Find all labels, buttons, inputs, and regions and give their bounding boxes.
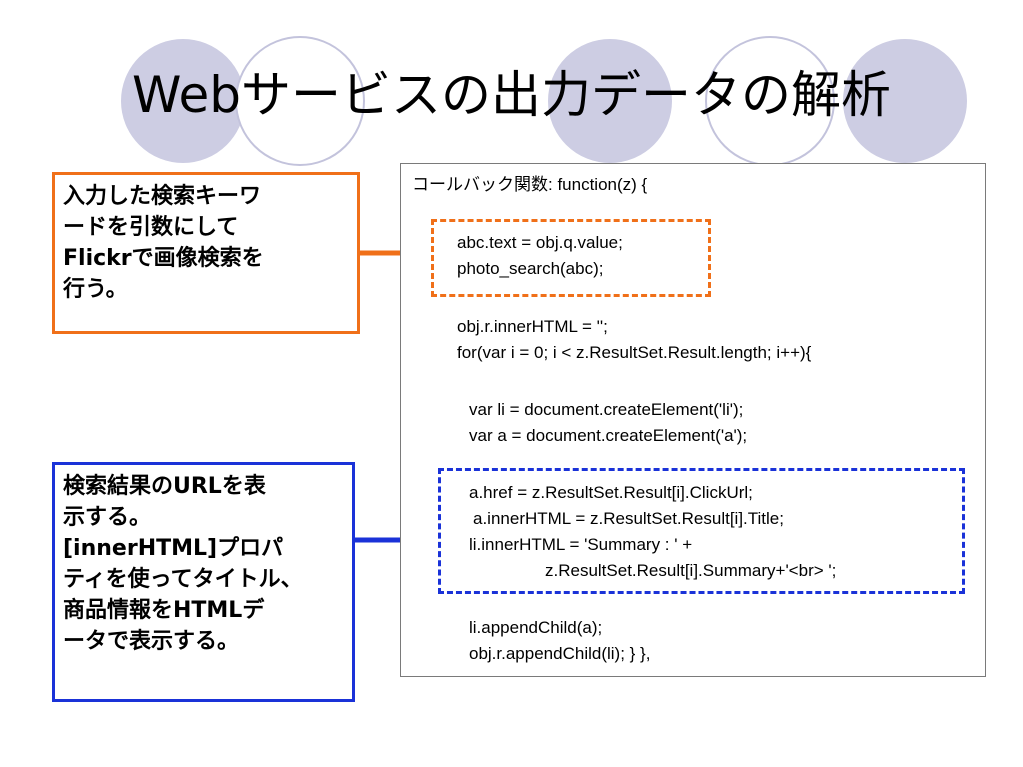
callout-display-results: 検索結果のURLを表 示する。 [innerHTML]プロパ ティを使ってタイト… [52,462,355,702]
code-line: abc.text = obj.q.value; [457,233,623,252]
decor-circle-ring [235,36,365,166]
decor-circle-filled [118,36,248,166]
code-line: photo_search(abc); [457,259,604,278]
code-line: a.innerHTML = z.ResultSet.Result[i].Titl… [473,509,784,528]
code-line: a.href = z.ResultSet.Result[i].ClickUrl; [469,483,753,502]
code-line: z.ResultSet.Result[i].Summary+'<br> '; [545,561,837,580]
code-line: var li = document.createElement('li'); [469,400,744,419]
highlight-box-search [431,219,711,297]
highlight-box-results [438,468,965,594]
code-panel: コールバック関数: function(z) { abc.text = obj.q… [400,163,986,677]
decor-circle-ring [705,36,835,166]
code-line: obj.r.innerHTML = ''; [457,317,608,336]
code-line: var a = document.createElement('a'); [469,426,748,445]
code-line: for(var i = 0; i < z.ResultSet.Result.le… [457,343,812,362]
slide-title: Webサービスの出力データの解析 [131,66,891,124]
code-line: obj.r.appendChild(li); } }, [469,644,651,663]
code-line: li.innerHTML = 'Summary : ' + [469,535,693,554]
callout-search-keyword: 入力した検索キーワ ードを引数にして Flickrで画像検索を 行う。 [52,172,360,334]
code-line: コールバック関数: function(z) { [412,175,648,194]
code-line: li.appendChild(a); [469,618,603,637]
